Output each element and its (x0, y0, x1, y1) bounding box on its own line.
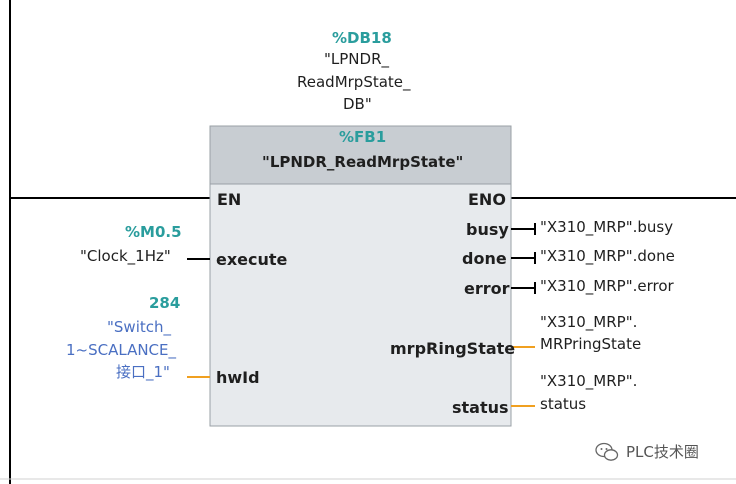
pin-mrpringstate[interactable]: mrpRingState (390, 339, 516, 358)
block-header (209, 125, 512, 185)
pin-done[interactable]: done (462, 249, 507, 268)
function-block[interactable] (209, 125, 512, 427)
mrpringstate-operand-line-1[interactable]: "X310_MRP". (540, 313, 638, 331)
pin-en[interactable]: EN (217, 190, 242, 209)
instance-db-name-line-3: DB" (343, 95, 372, 113)
instance-db-address: %DB18 (332, 29, 392, 47)
hwid-operand-symbol-line-2[interactable]: 1~SCALANCE_ (66, 341, 177, 359)
block-name: "LPNDR_ReadMrpState" (262, 153, 464, 171)
hwid-operand-value[interactable]: 284 (149, 294, 181, 312)
hwid-operand-symbol-line-3[interactable]: 接口_1" (116, 363, 170, 381)
status-operand-line-1[interactable]: "X310_MRP". (540, 372, 638, 390)
mrpringstate-operand-line-2[interactable]: MRPringState (540, 335, 642, 353)
instance-db-name-line-1: "LPNDR_ (324, 50, 389, 68)
error-operand[interactable]: "X310_MRP".error (540, 277, 674, 295)
instance-db-name-line-2: ReadMrpState_ (297, 73, 411, 91)
wechat-icon (595, 442, 619, 461)
pin-eno[interactable]: ENO (468, 190, 506, 209)
pin-status[interactable]: status (452, 398, 509, 417)
pin-execute[interactable]: execute (216, 250, 288, 269)
pin-hwid[interactable]: hwId (216, 368, 260, 387)
execute-operand-symbol[interactable]: "Clock_1Hz" (80, 247, 171, 265)
execute-operand-address[interactable]: %M0.5 (125, 223, 182, 241)
done-operand[interactable]: "X310_MRP".done (540, 247, 675, 265)
pin-busy[interactable]: busy (466, 220, 509, 239)
watermark-text: PLC技术圈 (626, 443, 699, 461)
busy-operand[interactable]: "X310_MRP".busy (540, 218, 674, 236)
block-address: %FB1 (339, 128, 387, 146)
status-operand-line-2[interactable]: status (540, 395, 587, 413)
pin-error[interactable]: error (464, 279, 510, 298)
hwid-operand-symbol-line-1[interactable]: "Switch_ (107, 318, 171, 336)
